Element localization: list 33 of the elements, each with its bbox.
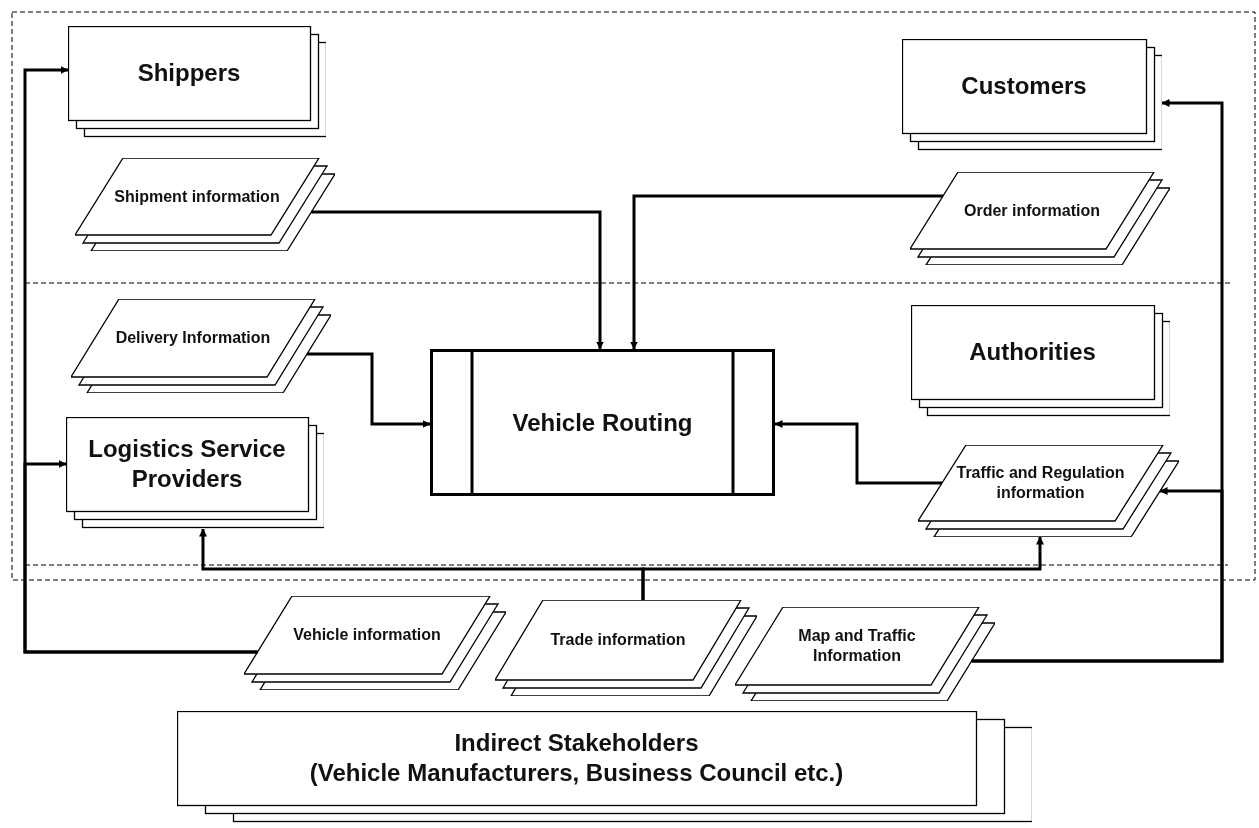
arrow: [311, 210, 604, 350]
node-label: Traffic and Regulation information: [955, 463, 1126, 503]
stacked-parallelogram: [71, 299, 331, 393]
node-label: Logistics Service Providers: [87, 434, 287, 494]
stacked-parallelogram: [918, 445, 1179, 537]
stacked-parallelogram: [495, 600, 757, 696]
stacked-parallelogram: [910, 172, 1170, 265]
node-label: (Vehicle Manufacturers, Business Council etc.): [308, 758, 845, 788]
stacked-parallelogram: [75, 158, 335, 251]
stacked-box: [911, 305, 1170, 417]
stacked-parallelogram: [244, 596, 506, 690]
node-label: Order information: [963, 200, 1101, 221]
node-label: Indirect Stakeholders: [453, 728, 700, 758]
arrow: [307, 352, 431, 428]
arrow: [630, 194, 944, 350]
arrow: [23, 460, 258, 654]
node-label: Vehicle information: [292, 625, 442, 645]
node-label: Shipment information: [113, 186, 281, 207]
stacked-box: [68, 26, 326, 138]
node-label: Shippers: [136, 58, 242, 88]
node-label: Delivery Information: [114, 328, 272, 348]
node-label: Customers: [960, 71, 1088, 101]
node-label: Map and Traffic Information: [797, 626, 917, 666]
arrow: [971, 487, 1224, 663]
arrow: [641, 536, 1044, 600]
node-label: Authorities: [968, 337, 1097, 367]
node-label: Vehicle Routing: [511, 407, 694, 438]
node-label: Trade information: [549, 630, 687, 650]
stacked-parallelogram: [735, 607, 995, 701]
process-box: [430, 349, 775, 496]
arrow: [774, 420, 942, 485]
stacked-box: [66, 417, 324, 529]
stacked-box: [902, 39, 1162, 151]
